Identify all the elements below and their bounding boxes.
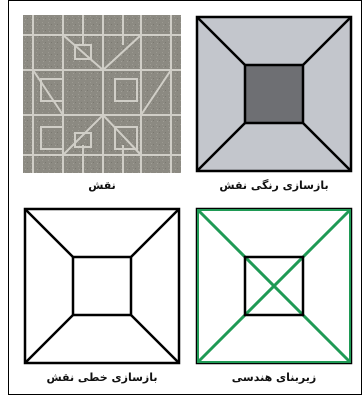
caption-geometric-basis: زیربنای هندسی (199, 371, 349, 384)
color-reconstruction-panel (195, 15, 353, 173)
inner-square (245, 65, 303, 123)
line-reconstruction-panel (23, 207, 181, 365)
pattern-photo-panel (23, 15, 181, 173)
geometric-basis (195, 207, 353, 365)
caption-photo: نقش (27, 179, 177, 192)
caption-color-reconstruction: بازسازی رنگی نقش (199, 179, 349, 192)
color-reconstruction (195, 15, 353, 173)
geometric-basis-panel (195, 207, 353, 365)
line-reconstruction (23, 207, 181, 365)
figure-frame: نقش بازسازی رنگی نقش بازسازی (8, 0, 362, 395)
pattern-photo (23, 15, 181, 173)
caption-line-reconstruction: بازسازی خطی نقش (27, 371, 177, 384)
